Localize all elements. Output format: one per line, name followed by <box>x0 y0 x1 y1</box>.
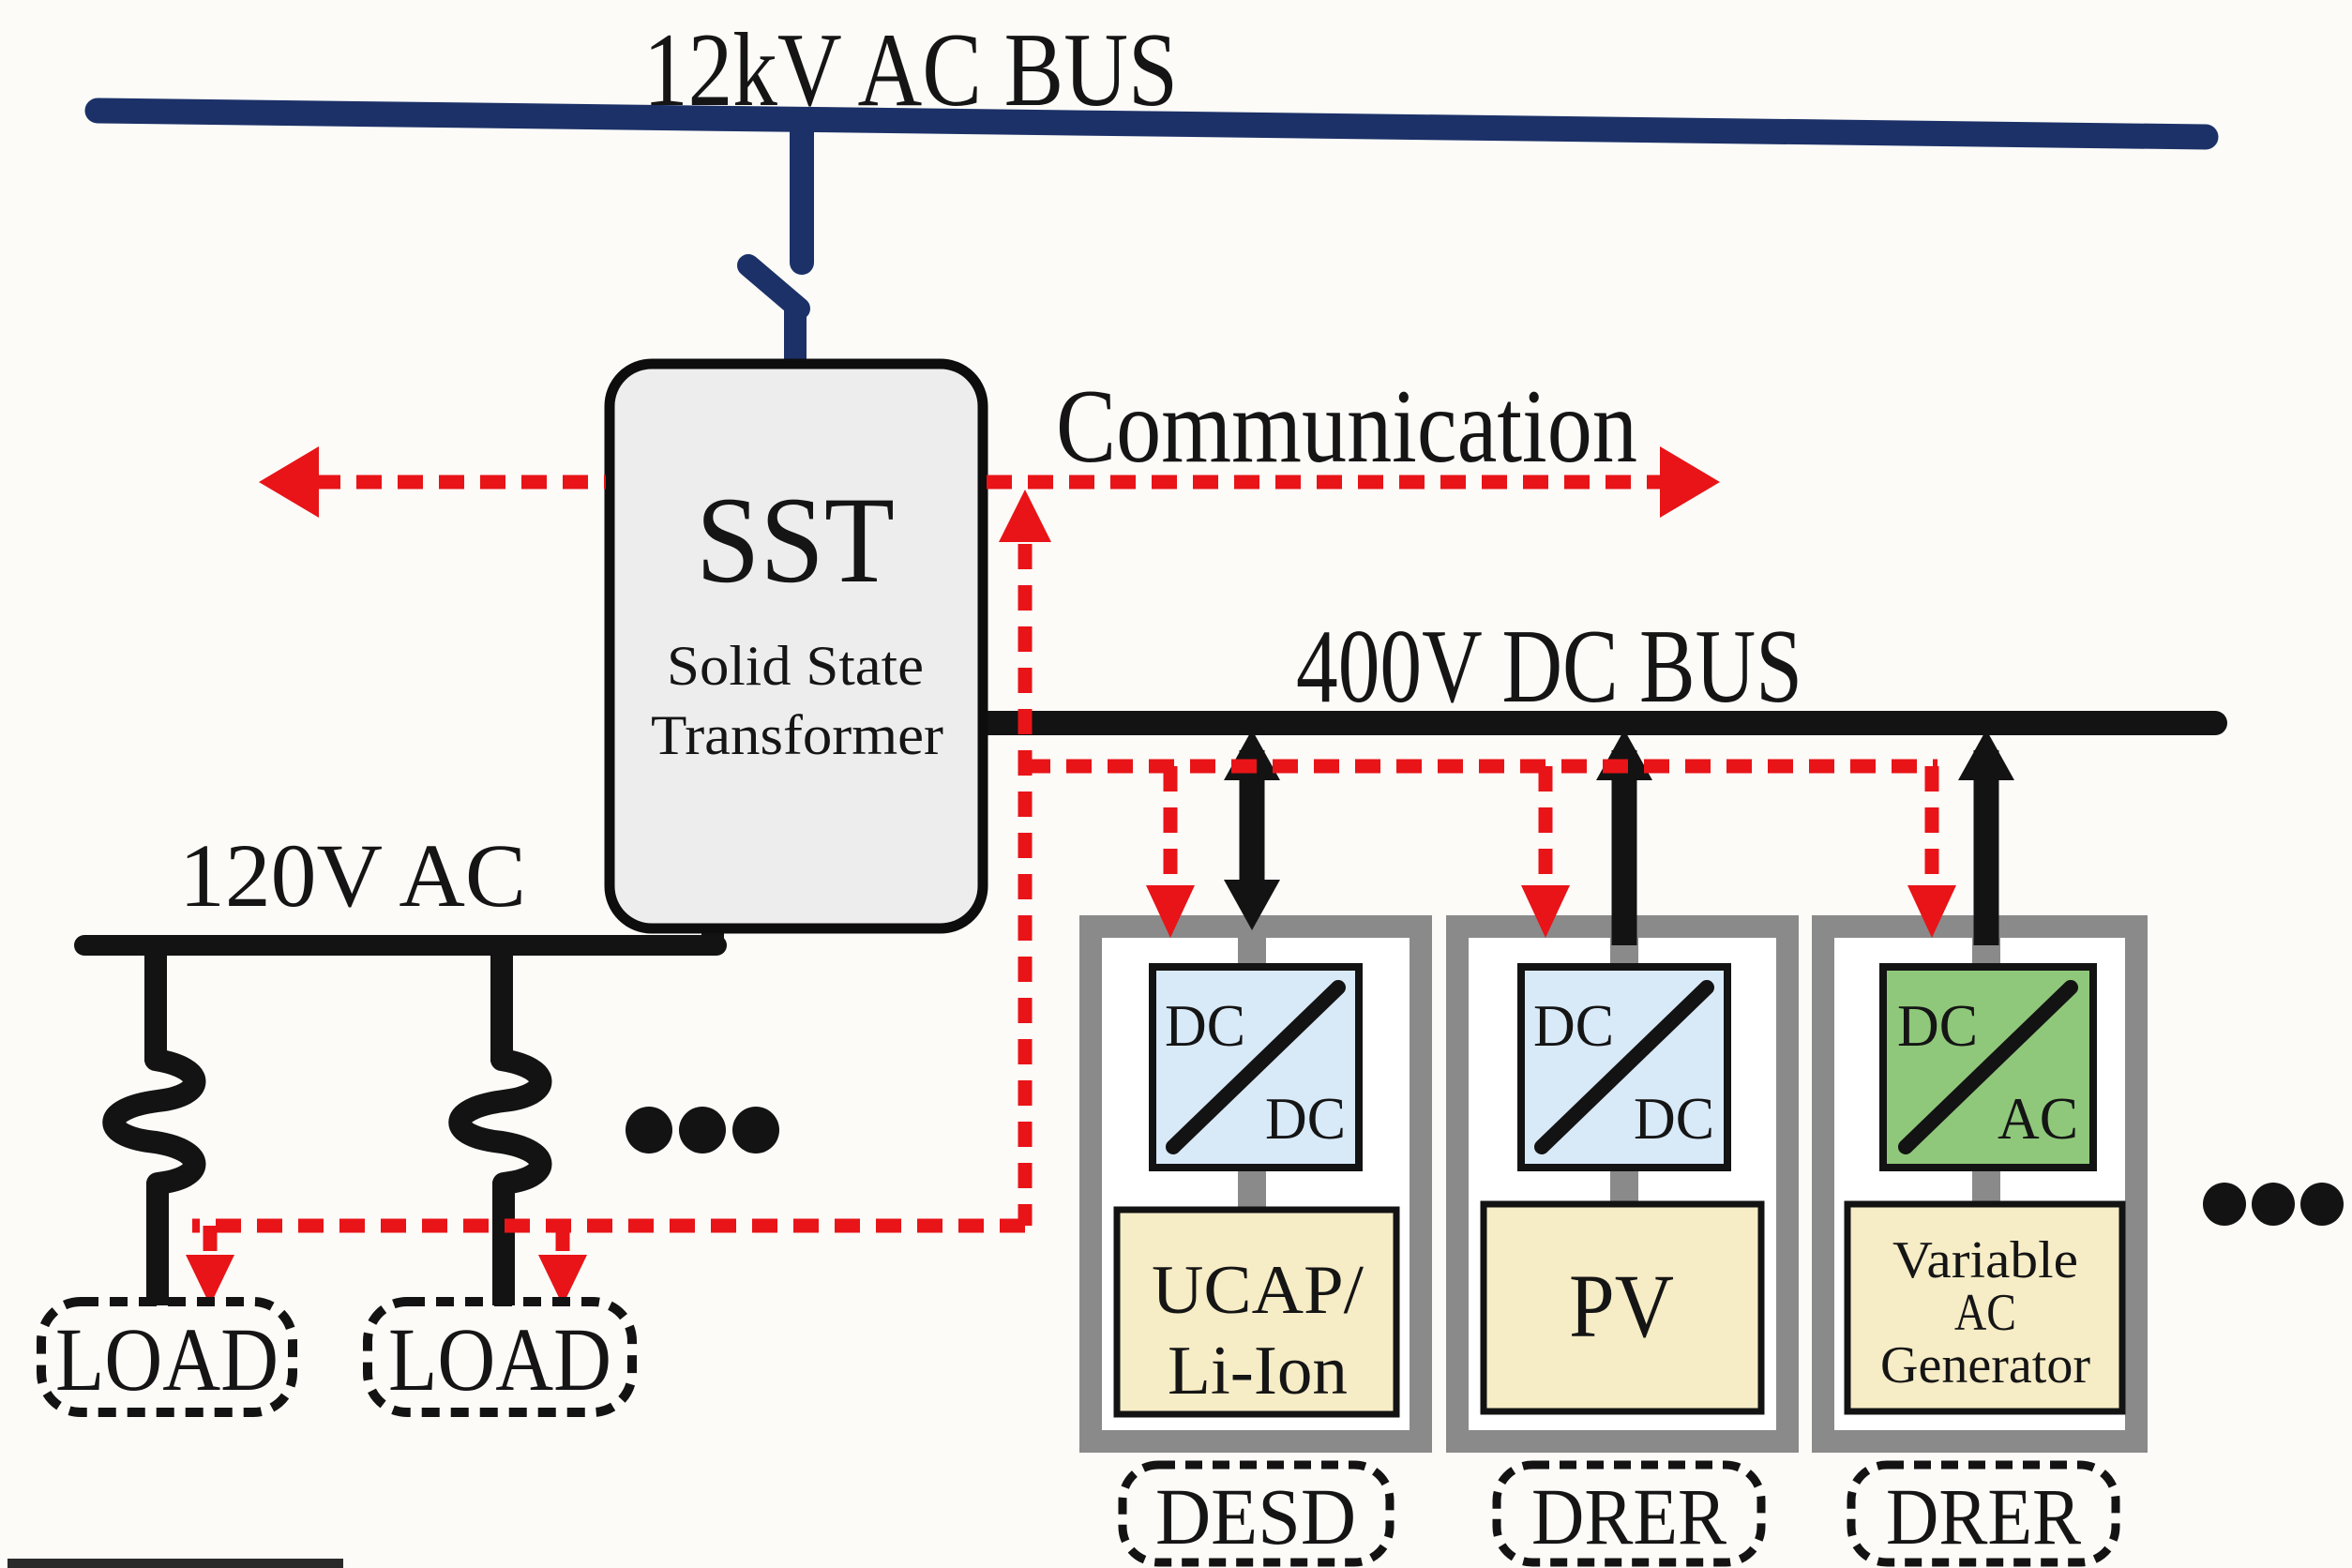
device-label: UCAP/ <box>1152 1252 1364 1329</box>
load-feeder-1 <box>102 953 206 1305</box>
comm-arrow-load2 <box>538 1255 587 1305</box>
converter-dcdc-2: DC DC <box>1517 963 1731 1171</box>
device-box <box>1113 1206 1400 1418</box>
ellipsis-modules <box>2203 1183 2344 1226</box>
switch-blade <box>737 254 810 320</box>
device-pv: PV <box>1480 1200 1765 1415</box>
converter-slash <box>1898 980 2078 1154</box>
converter-dcac: DC AC <box>1879 963 2097 1171</box>
drer-badge-1 <box>1492 1460 1766 1567</box>
device-label: Variable <box>1892 1231 2078 1289</box>
desd-badge <box>1118 1460 1395 1567</box>
device-label: Generator <box>1880 1336 2090 1395</box>
drer-label-2: DRER <box>1886 1471 2082 1561</box>
load-label-1: LOAD <box>55 1309 279 1410</box>
device-box <box>1844 1200 2126 1415</box>
cropped-edge-bar <box>8 1559 343 1568</box>
sst-name-line1: Solid State <box>667 635 924 697</box>
comm-arrow-load1 <box>186 1255 234 1305</box>
arrow-head-up <box>1958 730 2014 780</box>
dot <box>679 1107 726 1153</box>
stub <box>1238 1166 1266 1213</box>
ac-bus-label: 12kV AC BUS <box>643 12 1178 128</box>
inductor-coil-1 <box>102 1048 206 1195</box>
dot <box>626 1107 672 1153</box>
desd-label: DESD <box>1155 1471 1356 1561</box>
converter-in-label: DC <box>1533 992 1614 1059</box>
converter-out-label: DC <box>1265 1085 1346 1152</box>
converter-out-label: AC <box>1998 1085 2078 1152</box>
sst-name-line2: Transformer <box>651 704 943 766</box>
comm-arrow-module3 <box>1907 885 1956 938</box>
dot <box>2300 1183 2344 1226</box>
device-label: Li-Ion <box>1168 1333 1348 1410</box>
load-feeder-2 <box>448 953 552 1305</box>
drer-label-1: DRER <box>1531 1471 1727 1561</box>
ellipsis-loads <box>626 1107 779 1153</box>
comm-arrow-up <box>999 490 1051 542</box>
converter-slash <box>1534 980 1714 1154</box>
ac-bus-line <box>84 98 2219 150</box>
arrow-head-down <box>1224 880 1280 930</box>
load-label-2: LOAD <box>388 1309 611 1410</box>
dc-bus-label: 400V DC BUS <box>1296 609 1802 725</box>
stub <box>1610 1166 1638 1207</box>
device-label: AC <box>1954 1284 2016 1342</box>
dot <box>732 1107 779 1153</box>
inductor-coil-2 <box>448 1048 552 1195</box>
load-badge-2 <box>363 1297 637 1417</box>
communication-label: Communication <box>1056 369 1637 485</box>
device-ucap: UCAP/ Li-Ion <box>1113 1206 1400 1418</box>
converter-in-label: DC <box>1165 992 1245 1059</box>
comm-arrow-module1 <box>1146 885 1195 938</box>
converter-slash <box>1166 980 1346 1154</box>
load-badge-1 <box>37 1297 297 1417</box>
converter-dcdc-1: DC DC <box>1149 963 1363 1171</box>
dot <box>2203 1183 2246 1226</box>
comm-arrow-right <box>1660 446 1720 518</box>
communication-network <box>186 446 1956 1305</box>
dc-link-arrow-drer2 <box>1958 730 2014 945</box>
drer-badge-2 <box>1847 1460 2120 1567</box>
stub <box>1972 1166 2000 1207</box>
converter-out-label: DC <box>1634 1085 1714 1152</box>
sst-box <box>604 358 988 934</box>
converter-in-label: DC <box>1897 992 1978 1059</box>
device-var-gen: Variable AC Generator <box>1844 1200 2126 1415</box>
device-label: PV <box>1569 1256 1674 1356</box>
device-box <box>1480 1200 1765 1415</box>
lv-bus-label: 120V AC <box>179 825 526 926</box>
sst-abbr: SST <box>696 471 895 609</box>
comm-arrow-module2 <box>1521 885 1570 938</box>
comm-arrow-left <box>259 446 319 518</box>
dot <box>2252 1183 2295 1226</box>
